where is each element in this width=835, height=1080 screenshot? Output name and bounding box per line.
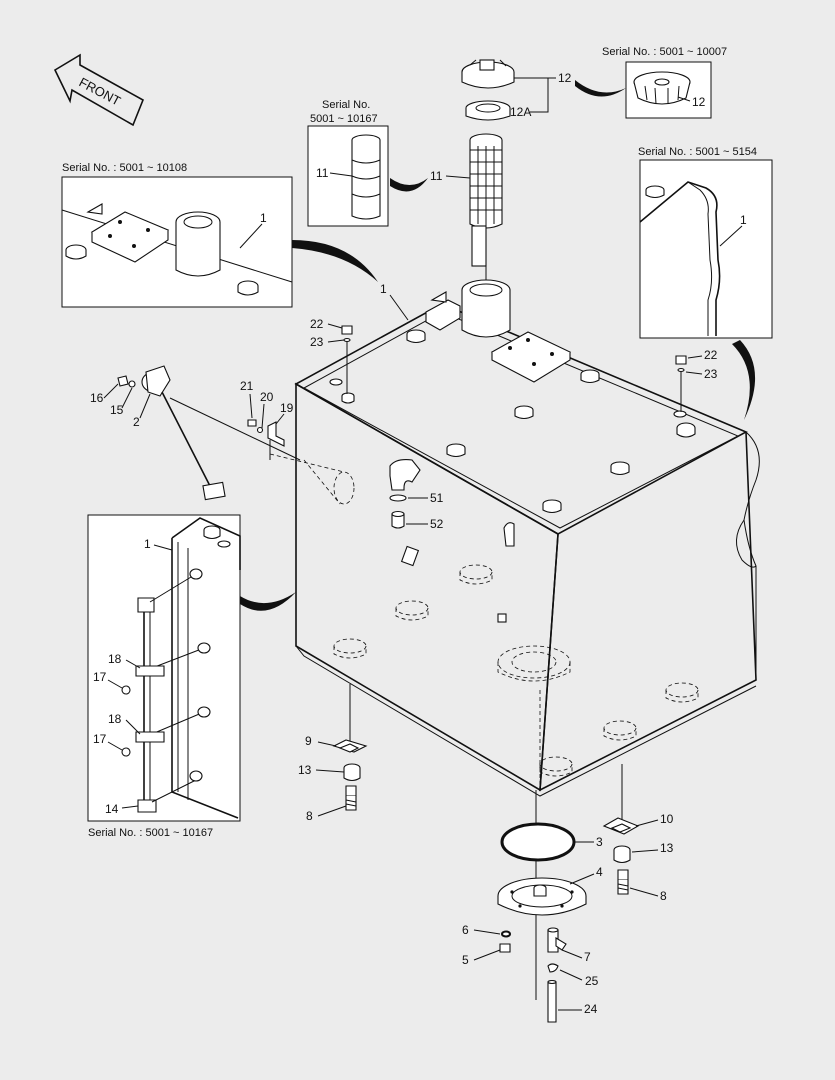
callout-22-right: 22 (704, 348, 718, 362)
callout-12-inset: 12 (692, 95, 706, 109)
callout-1-main: 1 (380, 282, 387, 296)
serial-note-left-top: Serial No. : 5001 ~ 10108 (62, 162, 187, 174)
callout-18-a: 18 (108, 652, 122, 666)
callout-10: 10 (660, 812, 674, 826)
callout-23-left: 23 (310, 335, 324, 349)
callout-11: 11 (430, 169, 443, 183)
callout-1-inset-left: 1 (260, 211, 267, 225)
callout-6: 6 (462, 923, 469, 937)
callout-9: 9 (305, 734, 312, 748)
sweep-arrow-right (732, 340, 756, 420)
callout-18-b: 18 (108, 712, 122, 726)
sweep-arrow-left-top (292, 240, 378, 282)
callout-19: 19 (280, 401, 294, 415)
callout-51: 51 (430, 491, 444, 505)
bottom-cover-assembly: 3 4 6 5 7 25 24 (462, 790, 603, 1023)
callout-4: 4 (596, 865, 603, 879)
inset-tank-right: Serial No. : 5001 ~ 5154 1 (638, 146, 773, 339)
callout-23-right: 23 (704, 367, 718, 381)
hidden-features (269, 453, 699, 784)
sweep-arrow-left-bottom (240, 592, 296, 611)
callout-12A: 12A (510, 105, 531, 119)
callout-8-left: 8 (306, 809, 313, 823)
callout-15: 15 (110, 403, 124, 417)
callout-17-b: 17 (93, 732, 107, 746)
inset-cap-top-right: Serial No. : 5001 ~ 10007 12 (602, 46, 727, 119)
callout-7: 7 (584, 950, 591, 964)
callout-22-left: 22 (310, 317, 324, 331)
serial-note-cap-line2: 5001 ~ 10167 (310, 113, 378, 125)
sweep-arrow-strainer (390, 178, 428, 192)
callout-21: 21 (240, 379, 254, 393)
callout-20: 20 (260, 390, 274, 404)
front-arrow: FRONT (53, 53, 145, 127)
callout-13-right: 13 (660, 841, 674, 855)
callout-14: 14 (105, 802, 119, 816)
top-bosses (329, 329, 696, 514)
callout-1-inset-lower: 1 (144, 537, 151, 551)
mount-right: 10 13 8 (602, 764, 674, 903)
callout-11-inset: 11 (316, 166, 329, 180)
callout-13-left: 13 (298, 763, 312, 777)
bolt-22-23-left: 22 23 (310, 317, 353, 394)
callout-3: 3 (596, 835, 603, 849)
callout-5: 5 (462, 953, 469, 967)
strainer-main: 11 (430, 133, 503, 300)
inset-sight-gauge: 1 18 17 18 17 14 (87, 514, 241, 822)
callout-52: 52 (430, 517, 444, 531)
sweep-arrow-top (575, 80, 626, 97)
callout-12: 12 (558, 71, 572, 85)
callout-16: 16 (90, 391, 104, 405)
fuel-cap: 12 12A (461, 59, 572, 121)
front-label: FRONT (77, 74, 124, 108)
elbow-fitting: 51 52 (389, 459, 444, 531)
callout-1-inset-right: 1 (740, 213, 747, 227)
bracket-19-20-21: 21 20 19 (240, 379, 294, 460)
serial-note-right-mid: Serial No. : 5001 ~ 5154 (638, 146, 757, 158)
callout-2: 2 (133, 415, 140, 429)
callout-24: 24 (584, 1002, 598, 1016)
serial-note-left-bottom: Serial No. : 5001 ~ 10167 (88, 827, 213, 839)
hydraulic-tank: 1 (269, 279, 760, 797)
inset-strainer: Serial No. 5001 ~ 10167 11 (307, 99, 389, 227)
callout-17-a: 17 (93, 670, 107, 684)
callout-25: 25 (585, 974, 599, 988)
level-sensor: 16 15 2 (90, 365, 301, 501)
mount-left: 9 13 8 (298, 684, 368, 823)
callout-8-right: 8 (660, 889, 667, 903)
serial-note-cap-line1: Serial No. (322, 99, 370, 111)
bolt-22-23-right: 22 23 (675, 348, 718, 412)
inset-tank-top-left: Serial No. : 5001 ~ 10108 1 (61, 162, 293, 308)
serial-note-top-right: Serial No. : 5001 ~ 10007 (602, 46, 727, 58)
